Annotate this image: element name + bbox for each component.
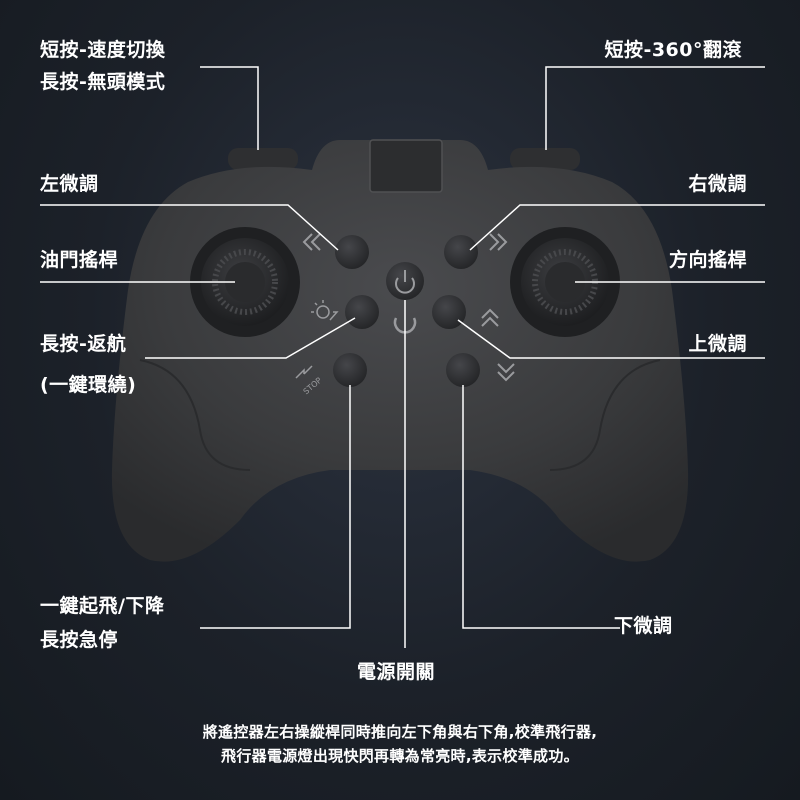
double-chevron-left-icon xyxy=(302,233,321,251)
double-chevron-right-icon xyxy=(489,233,508,251)
power-icon xyxy=(395,270,415,294)
phone-holder-slot xyxy=(369,139,443,193)
calibration-note-line2: 飛行器電源燈出現快閃再轉為常亮時,表示校準成功。 xyxy=(221,747,579,765)
right-grip-seam xyxy=(549,359,661,471)
chevron-up-icon xyxy=(481,308,499,327)
up-trim-label: 上微調 xyxy=(688,333,747,355)
down-trim-button[interactable] xyxy=(446,353,480,387)
flip-label: 短按-360°翻滾 xyxy=(604,39,742,61)
double-chevron-down-icon xyxy=(497,363,515,382)
return-home-label: 長按-返航 xyxy=(40,333,127,355)
direction-stick-label: 方向搖桿 xyxy=(668,249,747,271)
down-trim-label: 下微調 xyxy=(614,615,673,637)
right-trim-label: 右微調 xyxy=(688,173,747,195)
left-grip-seam xyxy=(139,359,251,471)
throttle-stick[interactable] xyxy=(190,227,300,337)
headless-mode-label: 長按-無頭模式 xyxy=(40,71,166,93)
left-trim-label: 左微調 xyxy=(40,173,99,195)
callout-lines xyxy=(40,66,765,648)
speed-switch-label: 短按-速度切換 xyxy=(40,39,166,61)
return-home-icon xyxy=(311,300,339,321)
up-trim-button[interactable] xyxy=(432,295,466,329)
power-switch-label: 電源開關 xyxy=(357,661,436,683)
calibration-note-line1: 將遙控器左右操縱桿同時推向左下角與右下角,校準飛行器, xyxy=(202,723,598,741)
throttle-stick-label: 油門搖桿 xyxy=(40,249,119,271)
direction-stick[interactable] xyxy=(510,227,620,337)
orbit-label: (一鍵環繞) xyxy=(40,374,137,396)
emergency-stop-label: 長按急停 xyxy=(40,629,119,651)
left-shoulder-button[interactable] xyxy=(228,148,298,170)
takeoff-land-label: 一鍵起飛/下降 xyxy=(40,595,165,617)
takeoff-land-button[interactable] xyxy=(333,353,367,387)
controller-body xyxy=(111,140,689,562)
right-shoulder-button[interactable] xyxy=(510,148,580,170)
return-home-button[interactable] xyxy=(345,295,379,329)
left-trim-button[interactable] xyxy=(335,235,369,269)
right-trim-button[interactable] xyxy=(444,235,478,269)
